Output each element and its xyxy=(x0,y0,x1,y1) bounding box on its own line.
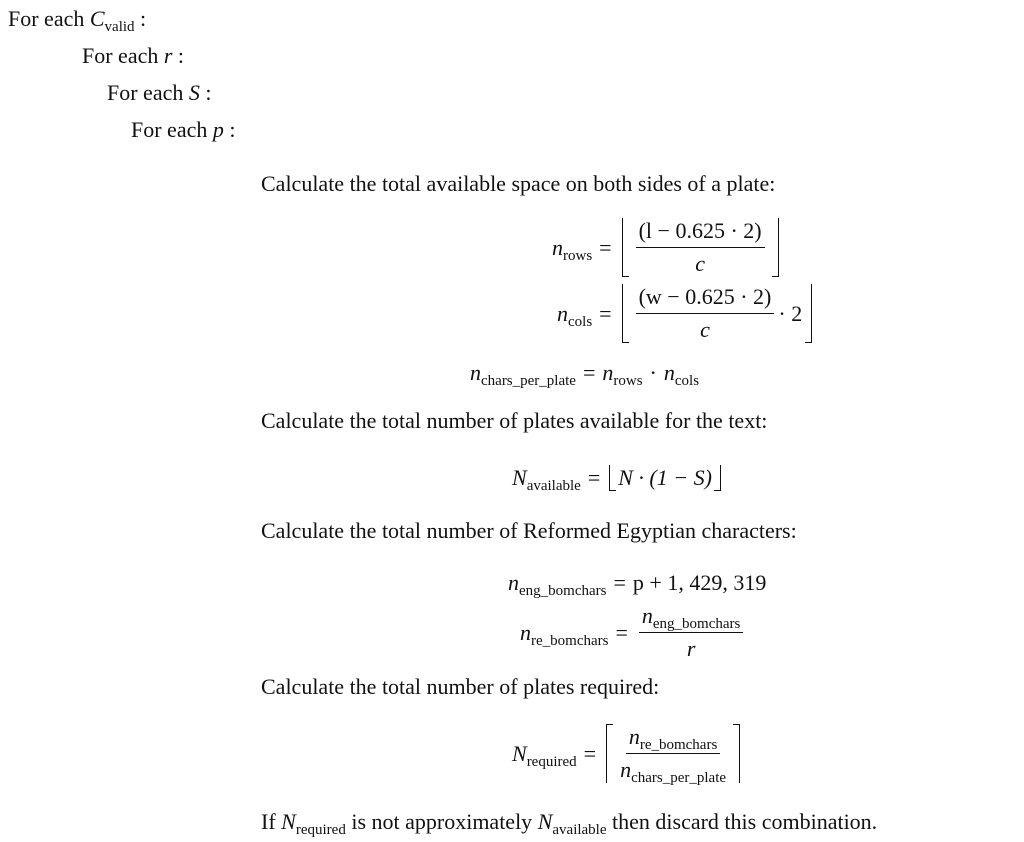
step-characters: Calculate the total number of Reformed E… xyxy=(261,518,797,543)
equation-n-rows: nrows = (l − 0.625 · 2)c xyxy=(552,218,782,277)
step-space: Calculate the total available space on b… xyxy=(261,171,776,196)
step-plates-available: Calculate the total number of plates ava… xyxy=(261,408,768,433)
equation-n-cols: ncols = (w − 0.625 · 2)c· 2 xyxy=(557,284,815,343)
equation-n-eng-bomchars: neng_bomchars = p + 1, 429, 319 xyxy=(508,570,767,599)
equation-n-available: Navailable = N · (1 − S) xyxy=(512,465,723,494)
conclusion: If Nrequired is not approximately Navail… xyxy=(261,809,878,838)
loop-c-valid: For each Cvalid : xyxy=(8,6,147,35)
loop-s: For each S : xyxy=(107,80,212,105)
step-plates-required: Calculate the total number of plates req… xyxy=(261,674,660,699)
loop-p: For each p : xyxy=(131,117,236,142)
equation-n-chars-per-plate: nchars_per_plate = nrows · ncols xyxy=(470,360,700,389)
loop-r: For each r : xyxy=(82,43,185,68)
